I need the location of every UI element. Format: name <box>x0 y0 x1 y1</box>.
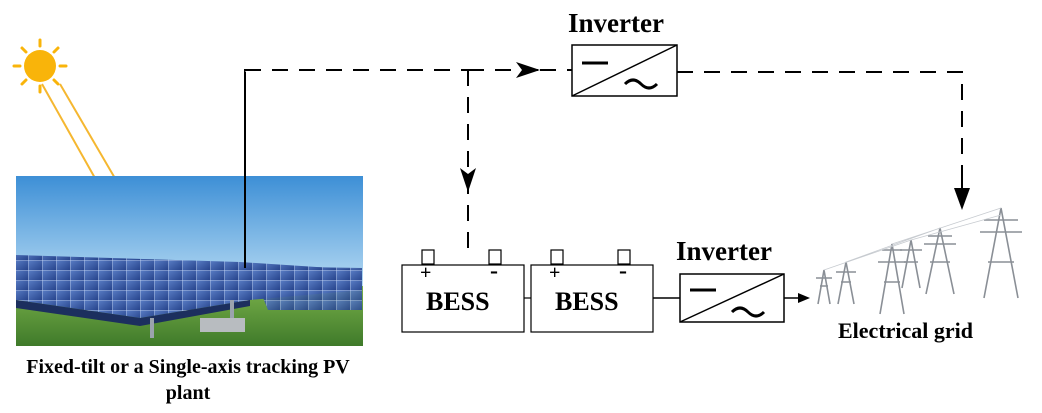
pv-plant-label: Fixed-tilt or a Single-axis tracking PV … <box>26 356 350 404</box>
inverter-top-label: Inverter <box>568 8 664 38</box>
bess-2-plus: + <box>549 262 561 284</box>
arrow-to-grid <box>954 188 970 210</box>
arrow-to-inverter <box>516 62 540 78</box>
arrow-inverter-to-grid <box>798 293 810 303</box>
inverter-bottom-label: Inverter <box>676 236 772 266</box>
bess-1-minus: - <box>490 258 498 284</box>
bess-1 <box>401 249 525 333</box>
dashed-to-grid <box>677 71 963 188</box>
inverter-bottom-box <box>679 273 785 323</box>
arrow-to-bess <box>460 168 476 192</box>
electrical-grid-label: Electrical grid <box>838 318 974 343</box>
sun-icon <box>12 38 68 94</box>
inverter-top-box <box>571 44 678 97</box>
bess-1-label: BESS <box>426 287 490 316</box>
transmission-towers-icon <box>816 207 1022 315</box>
bess-2-minus: - <box>619 258 627 284</box>
bess-2-label: BESS <box>555 287 619 316</box>
pv-plant-image <box>16 176 363 346</box>
bess-1-plus: + <box>420 262 432 284</box>
bess-2 <box>530 249 654 333</box>
